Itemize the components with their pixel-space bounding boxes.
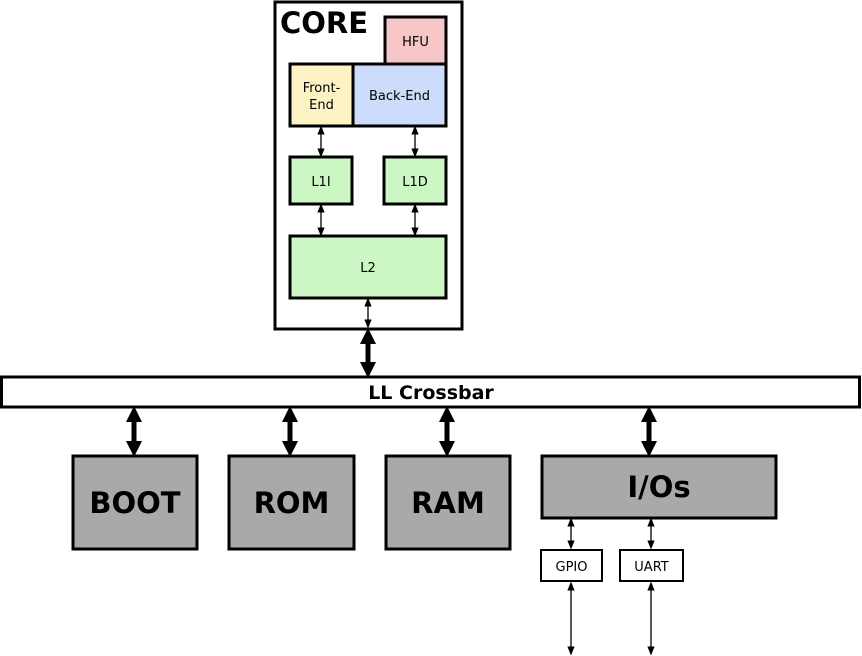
crossbar-label: LL Crossbar — [368, 382, 494, 404]
ram-box — [384, 454, 512, 551]
crossbar: LL Crossbar — [0, 375, 861, 409]
rom-box — [227, 454, 356, 551]
core-block: CORE HFU Front- End Back-End L1I L1D L2 — [273, 0, 464, 331]
frontend-label-line1: Front- — [303, 81, 341, 96]
ios-label: I/Os — [627, 470, 690, 504]
l2-box — [288, 234, 448, 300]
rom-label: ROM — [254, 486, 330, 520]
ram-label: RAM — [411, 486, 485, 520]
ram-block: RAM — [384, 454, 512, 551]
boot-label: BOOT — [89, 486, 180, 520]
l1i-box — [288, 155, 354, 206]
boot-box — [71, 454, 199, 551]
frontend-label-line2: End — [309, 98, 334, 113]
boot-block: BOOT — [71, 454, 199, 551]
backend-label: Back-End — [369, 89, 430, 104]
l1d-label: L1D — [402, 175, 428, 190]
crossbar-box — [0, 375, 861, 409]
gpio-block: GPIO — [540, 549, 603, 582]
ios-block: I/Os — [540, 454, 778, 520]
gpio-label: GPIO — [556, 560, 588, 575]
l1d-box — [382, 155, 448, 206]
ios-box — [540, 454, 778, 520]
gpio-box — [540, 549, 603, 582]
core-title: CORE — [280, 6, 368, 40]
hfu-label: HFU — [402, 35, 429, 50]
uart-box — [619, 549, 684, 582]
uart-label: UART — [634, 560, 668, 575]
l1i-label: L1I — [311, 175, 330, 190]
l2-label: L2 — [360, 261, 376, 276]
rom-block: ROM — [227, 454, 356, 551]
backend-box — [351, 62, 448, 128]
uart-block: UART — [619, 549, 684, 582]
